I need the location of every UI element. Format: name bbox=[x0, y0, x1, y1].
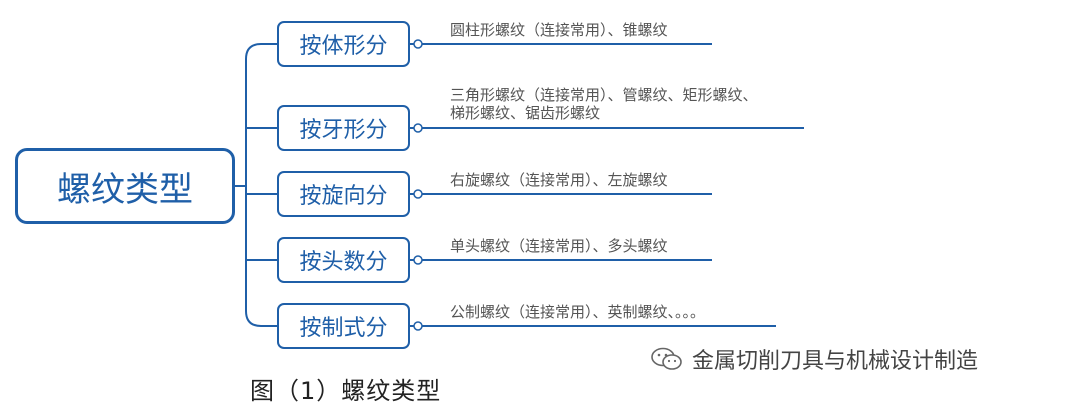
junction-dot-5 bbox=[413, 321, 423, 331]
leaf-text-direction: 右旋螺纹（连接常用）、左旋螺纹 bbox=[450, 171, 668, 189]
watermark: 金属切削刀具与机械设计制造 bbox=[650, 346, 979, 374]
figure-caption: 图（1）螺纹类型 bbox=[250, 377, 442, 405]
leaf-line: 公制螺纹（连接常用）、英制螺纹、。。。 bbox=[450, 303, 706, 321]
branch-label: 按制式分 bbox=[299, 316, 388, 341]
leaf-text-standard: 公制螺纹（连接常用）、英制螺纹、。。。 bbox=[450, 303, 705, 321]
leaf-line: 单头螺纹（连接常用）、多头螺纹 bbox=[450, 237, 668, 255]
wechat-icon bbox=[651, 347, 682, 370]
junction-dot-3 bbox=[413, 189, 423, 199]
leaf-text-tooth-form: 三角形螺纹（连接常用）、管螺纹、矩形螺纹、 梯形螺纹、锯齿形螺纹 bbox=[450, 86, 758, 122]
branch-node-standard: 按制式分 bbox=[277, 303, 410, 349]
trunk-line bbox=[245, 43, 262, 327]
leaf-text-starts: 单头螺纹（连接常用）、多头螺纹 bbox=[450, 237, 668, 255]
branch-label: 按头数分 bbox=[299, 250, 388, 275]
junction-dot-4 bbox=[413, 255, 423, 265]
watermark-text: 金属切削刀具与机械设计制造 bbox=[692, 349, 979, 374]
branch-node-shape: 按体形分 bbox=[277, 21, 410, 67]
root-label: 螺纹类型 bbox=[57, 169, 193, 210]
leaf-text-shape: 圆柱形螺纹（连接常用）、锥螺纹 bbox=[450, 21, 668, 39]
branch-label: 按旋向分 bbox=[299, 184, 388, 209]
root-node: 螺纹类型 bbox=[15, 148, 235, 224]
leaf-line: 圆柱形螺纹（连接常用）、锥螺纹 bbox=[450, 21, 668, 39]
leaf-line: 右旋螺纹（连接常用）、左旋螺纹 bbox=[450, 171, 668, 189]
leaf-line: 梯形螺纹、锯齿形螺纹 bbox=[450, 104, 601, 122]
branch-node-direction: 按旋向分 bbox=[277, 171, 410, 217]
branch-label: 按体形分 bbox=[299, 34, 388, 59]
branch-node-tooth-form: 按牙形分 bbox=[277, 105, 410, 151]
junction-dot-2 bbox=[413, 123, 423, 133]
junction-dot-1 bbox=[413, 39, 423, 49]
branch-label: 按牙形分 bbox=[299, 118, 388, 143]
branch-node-starts: 按头数分 bbox=[277, 237, 410, 283]
leaf-line: 三角形螺纹（连接常用）、管螺纹、矩形螺纹、 bbox=[450, 86, 758, 104]
